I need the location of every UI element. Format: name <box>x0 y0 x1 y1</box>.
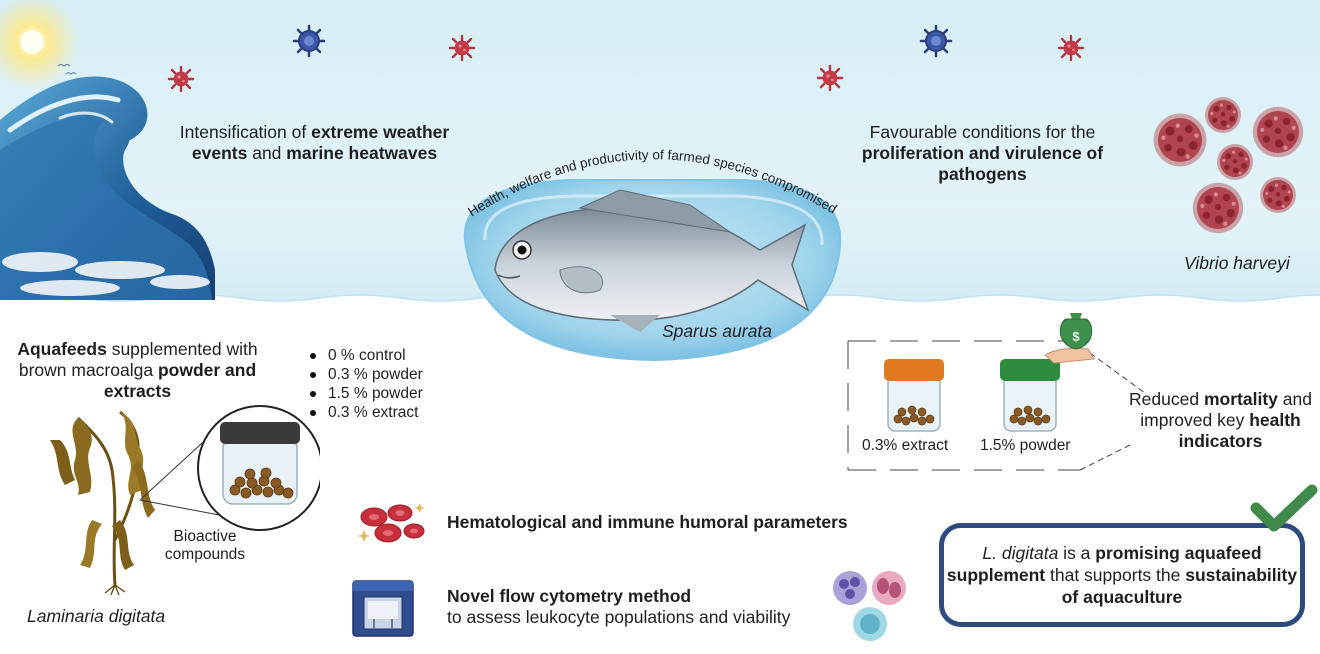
treatment-item: 0.3 % extract <box>306 403 423 422</box>
weather-text: Intensification of extreme weather event… <box>179 122 450 163</box>
treatment-item: 1.5 % powder <box>306 384 423 403</box>
jar-label: 0.3% extract <box>862 437 949 454</box>
leukocytes-icon <box>833 571 906 641</box>
jar-label: 1.5% powder <box>980 437 1071 454</box>
pathogen-label: Vibrio harveyi <box>1184 253 1290 273</box>
money-hand-icon: $ <box>1044 313 1095 364</box>
wave-illustration <box>0 0 215 300</box>
virus-icons <box>167 24 1085 93</box>
conclusion-box: L. digitata is a promising aquafeed supp… <box>939 523 1305 627</box>
treatment-item: 0 % control <box>306 346 423 365</box>
alga-label: Laminaria digitata <box>27 606 166 626</box>
extract-jar-icon <box>884 359 944 432</box>
fish-icon <box>494 189 810 332</box>
flow-cytometer-icon <box>352 580 414 637</box>
jars-diagram: $ <box>847 313 1146 471</box>
seaweed-illustration <box>50 405 320 596</box>
bacteria-cluster-icon <box>1153 97 1304 234</box>
fish-bowl: Health, welfare and productivity of farm… <box>463 147 842 362</box>
bioactive-label: Bioactive compounds <box>164 528 246 563</box>
blood-cells-icon <box>357 503 425 543</box>
treatment-item: 0.3 % powder <box>306 365 423 384</box>
seaweed-icon <box>50 410 155 596</box>
feed-jar-icon <box>220 422 300 505</box>
hematology-text: Hematological and immune humoral paramet… <box>447 512 848 532</box>
check-icon <box>1250 484 1318 532</box>
svg-text:$: $ <box>1072 329 1080 344</box>
powder-jar-icon <box>1000 359 1060 432</box>
outcome-text: Reduced mortality and improved key healt… <box>1129 389 1312 451</box>
aquafeeds-text: Aquafeeds supplemented with brown macroa… <box>17 339 258 401</box>
treatment-list: 0 % control 0.3 % powder 1.5 % powder 0.… <box>306 346 423 422</box>
fish-label: Sparus aurata <box>662 321 772 341</box>
